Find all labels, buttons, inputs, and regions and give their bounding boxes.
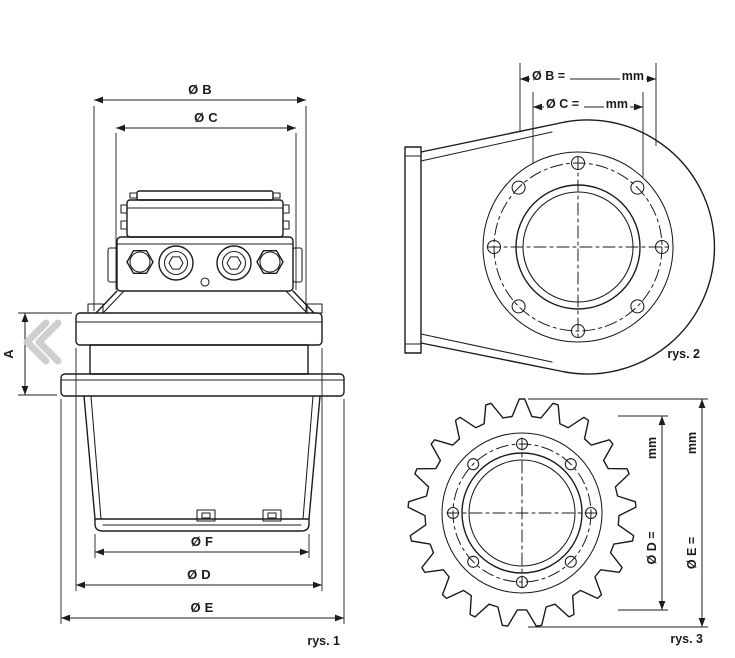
fig3-bore-inner <box>468 459 576 567</box>
fig1-dim-e-label: Ø E <box>191 600 214 615</box>
fig3-dim-d-unit: mm <box>645 437 659 459</box>
fig2-dim-b-unit: mm <box>622 69 644 83</box>
fig1-dim-d-label: Ø D <box>187 567 211 582</box>
fig1-dim-f-label: Ø F <box>191 534 213 549</box>
fig3-dim-e-label: Ø E = <box>685 537 699 569</box>
fig1-barrel-bottom <box>94 518 310 532</box>
fig1-dim-b-label: Ø B <box>188 82 212 97</box>
fig1-dim-a-label: A <box>1 349 16 359</box>
fig1-port-block <box>116 236 294 292</box>
fig1-motor-outline <box>60 190 345 532</box>
fig1-mounting-flange <box>75 312 323 346</box>
fig3-dim-d-label: Ø D = <box>645 532 659 565</box>
fig2-dimensions: Ø B = mm Ø C = mm <box>519 63 657 177</box>
fig3-dimensions: Ø D = mm Ø E = mm <box>528 398 708 628</box>
fig1-valve-cover <box>126 199 284 238</box>
fig1-top-cap <box>136 190 274 201</box>
fig2-boss-circle <box>482 151 674 343</box>
fig3-dim-e-unit: mm <box>685 432 699 454</box>
fig2-dim-b-label: Ø B = <box>532 69 565 83</box>
fig3-bore-outer <box>461 452 583 574</box>
fig3-hub-circle <box>441 432 603 594</box>
fig3-sprocket-outline <box>407 398 637 627</box>
fig3-sprocket-view: Ø D = mm Ø E = mm rys. 3 <box>407 398 708 646</box>
fig2-mount-flange-bar <box>404 146 422 354</box>
fig2-caption: rys. 2 <box>667 347 700 361</box>
fig1-port-right <box>216 245 252 281</box>
chevron-left-icon[interactable] <box>23 319 62 365</box>
fig1-dimensions: Ø B Ø C A Ø F Ø D Ø E <box>1 82 345 624</box>
fig1-caption: rys. 1 <box>307 634 340 648</box>
fig1-hex-plug-right <box>256 249 284 274</box>
fig2-housing-outline <box>404 119 716 375</box>
fig2-housing-circle <box>564 119 716 375</box>
fig1-port-left <box>158 245 194 281</box>
fig2-dim-c-unit: mm <box>606 97 628 111</box>
fig1-outer-flange <box>60 373 345 397</box>
fig2-housing-side-view: Ø B = mm Ø C = mm rys. 2 <box>404 63 716 375</box>
fig3-sprocket-teeth <box>407 398 637 627</box>
fig1-middle-band <box>89 344 309 375</box>
fig1-final-drive-front-view: Ø B Ø C A Ø F Ø D Ø E <box>1 82 345 648</box>
fig2-dim-c-label: Ø C = <box>546 97 579 111</box>
fig3-caption: rys. 3 <box>670 632 703 646</box>
fig1-hex-plug-left <box>126 249 154 274</box>
fig1-dim-c-label: Ø C <box>194 110 218 125</box>
